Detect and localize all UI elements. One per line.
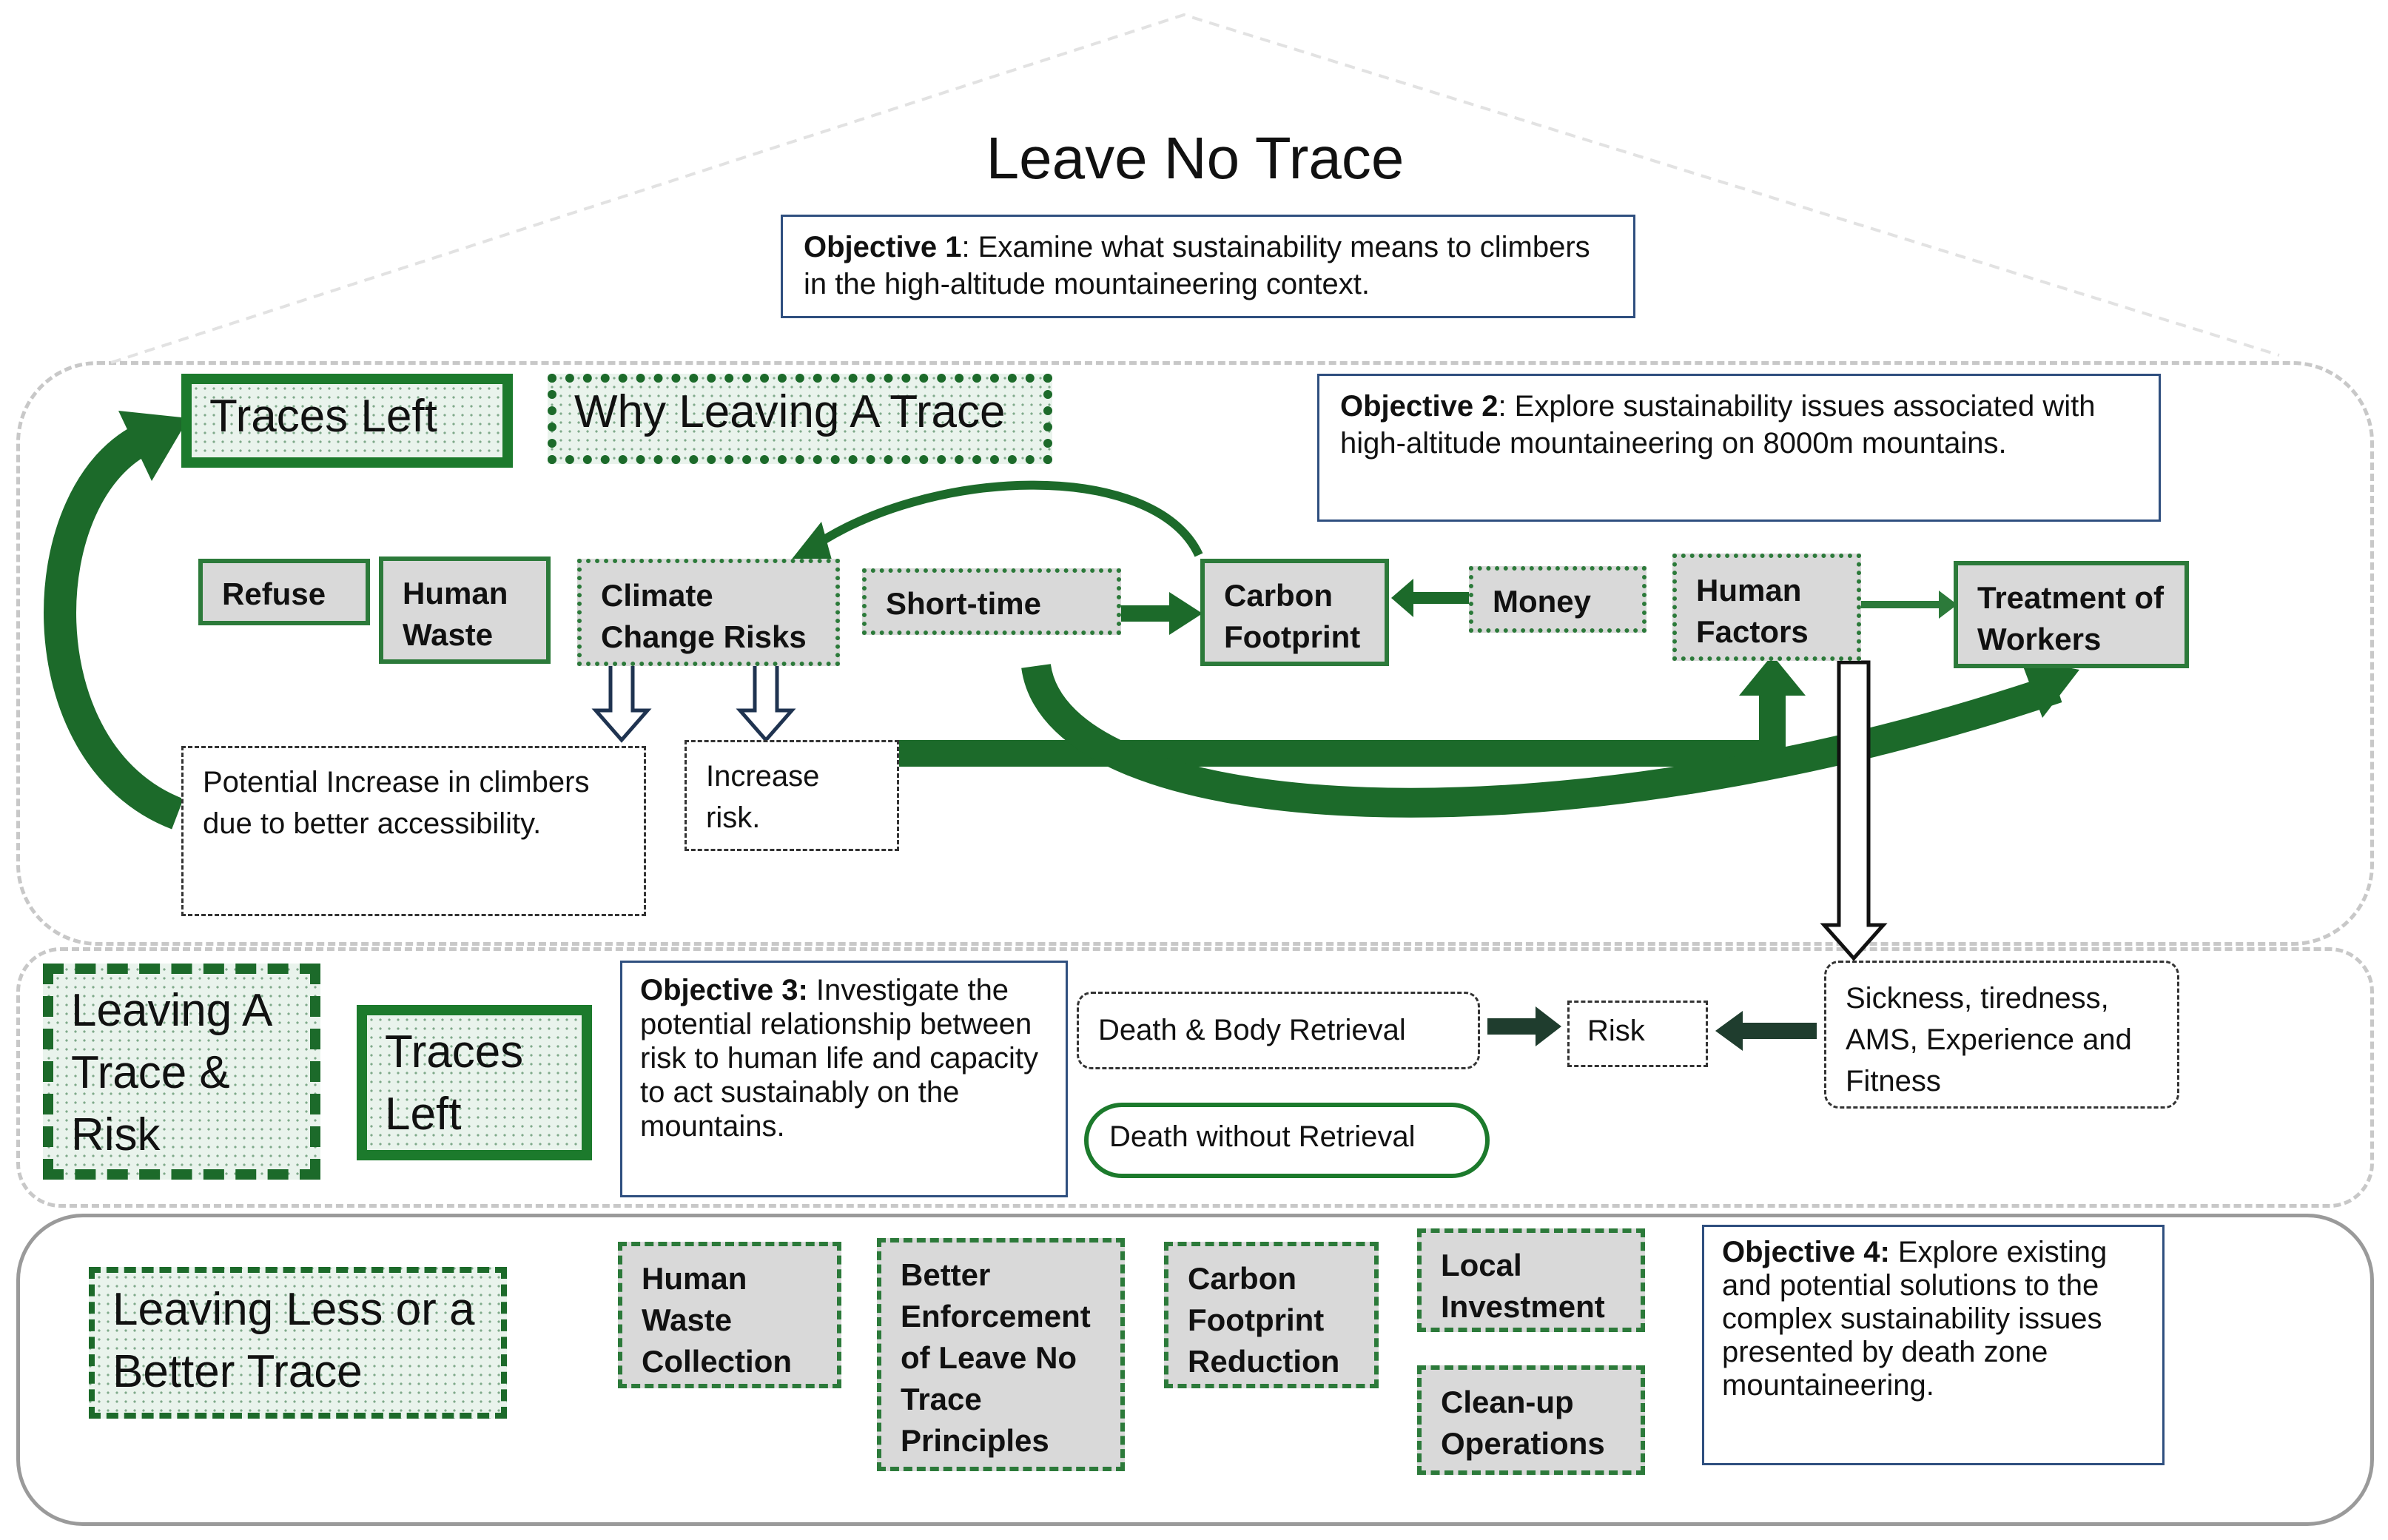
objective-3-box: Objective 3: Investigate the potential r… bbox=[620, 961, 1068, 1197]
heading-leaving-trace-risk: Leaving A Trace & Risk bbox=[43, 964, 320, 1180]
objective-2-label: Objective 2 bbox=[1340, 390, 1499, 423]
objective-3-label: Objective 3: bbox=[640, 974, 808, 1006]
section-why-leaving-trace bbox=[16, 361, 2374, 946]
note-potential-increase: Potential Increase in climbers due to be… bbox=[181, 746, 646, 916]
arrowhead-treatment-curve bbox=[2020, 659, 2079, 718]
node-money: Money bbox=[1469, 566, 1647, 633]
node-death-body-retrieval: Death & Body Retrieval bbox=[1077, 992, 1480, 1069]
section-leaving-less-trace bbox=[16, 1214, 2374, 1526]
node-human-factors: Human Factors bbox=[1672, 554, 1861, 661]
arrow-potential-to-traces bbox=[44, 421, 184, 830]
arrow-sickness-to-risk bbox=[1743, 1023, 1817, 1039]
arrowhead-carbon bbox=[1169, 592, 1203, 635]
objective-4-box: Objective 4: Explore existing and potent… bbox=[1702, 1225, 2165, 1465]
arrow-death-to-risk bbox=[1487, 1018, 1539, 1035]
node-carbon-footprint: Carbon Footprint bbox=[1200, 559, 1389, 666]
down-arrow-climate-1 bbox=[591, 660, 652, 743]
node-climate-change-risks: Climate Change Risks bbox=[577, 559, 840, 666]
section-leaving-trace-risk bbox=[16, 947, 2374, 1208]
node-refuse: Refuse bbox=[198, 559, 370, 625]
heading-traces-left: Traces Left bbox=[181, 374, 513, 468]
objective-1-box: Objective 1: Examine what sustainability… bbox=[781, 215, 1635, 318]
arrow-risk-to-hf bbox=[895, 692, 1786, 767]
down-arrow-climate-2 bbox=[736, 660, 796, 743]
arrow-hf-to-treatment bbox=[1861, 601, 1943, 608]
objective-4-text: Explore existing and potential solutions… bbox=[1722, 1236, 2108, 1402]
arrow-money-to-carbon bbox=[1410, 592, 1470, 604]
heading-traces-left-2: Traces Left bbox=[357, 1005, 592, 1160]
objective-1-label: Objective 1 bbox=[804, 231, 962, 263]
objective-4-label: Objective 4: bbox=[1722, 1236, 1890, 1268]
objective-2-text: : Explore sustainability issues associat… bbox=[1340, 390, 2096, 460]
heading-why-leaving-trace: Why Leaving A Trace bbox=[548, 374, 1052, 464]
node-carbon-footprint-reduction: Carbon Footprint Reduction bbox=[1164, 1242, 1379, 1388]
arrowhead-treatment bbox=[1939, 591, 1957, 619]
objective-2-box: Objective 2: Explore sustainability issu… bbox=[1317, 374, 2161, 522]
node-better-enforcement: Better Enforcement of Leave No Trace Pri… bbox=[877, 1238, 1125, 1471]
node-sickness: Sickness, tiredness, AMS, Experience and… bbox=[1824, 961, 2179, 1109]
page-title: Leave No Trace bbox=[986, 125, 1405, 191]
arrowhead-risk-right bbox=[1715, 1011, 1743, 1051]
note-increase-risk: Increase risk. bbox=[685, 740, 899, 851]
arrowhead-money bbox=[1391, 579, 1413, 617]
node-death-without-retrieval: Death without Retrieval bbox=[1084, 1103, 1490, 1178]
arrow-carbon-to-climate bbox=[804, 480, 1203, 557]
arrowhead-hf bbox=[1739, 655, 1806, 696]
arrowhead-risk-left bbox=[1536, 1006, 1561, 1046]
arrow-short-to-carbon bbox=[1121, 605, 1173, 622]
roof-outline bbox=[110, 13, 2280, 364]
objective-1-text: : Examine what sustainability means to c… bbox=[804, 231, 1590, 300]
node-human-waste-collection: Human Waste Collection bbox=[618, 1242, 841, 1388]
down-arrow-hf-to-sickness bbox=[1820, 660, 1888, 961]
arrowhead-climate bbox=[790, 522, 833, 562]
node-clean-up-operations: Clean-up Operations bbox=[1417, 1365, 1645, 1475]
node-risk: Risk bbox=[1567, 1001, 1708, 1067]
node-local-investment: Local Investment bbox=[1417, 1228, 1645, 1332]
node-human-waste: Human Waste bbox=[379, 557, 551, 664]
arrowhead-traces-left bbox=[118, 411, 189, 481]
heading-leaving-less-better-trace: Leaving Less or a Better Trace bbox=[89, 1267, 507, 1419]
arrow-short-to-treatment bbox=[1021, 663, 2062, 818]
objective-3-text: Investigate the potential relationship b… bbox=[640, 974, 1039, 1143]
node-treatment-of-workers: Treatment of Workers bbox=[1954, 561, 2189, 668]
node-short-time: Short-time bbox=[862, 568, 1121, 635]
